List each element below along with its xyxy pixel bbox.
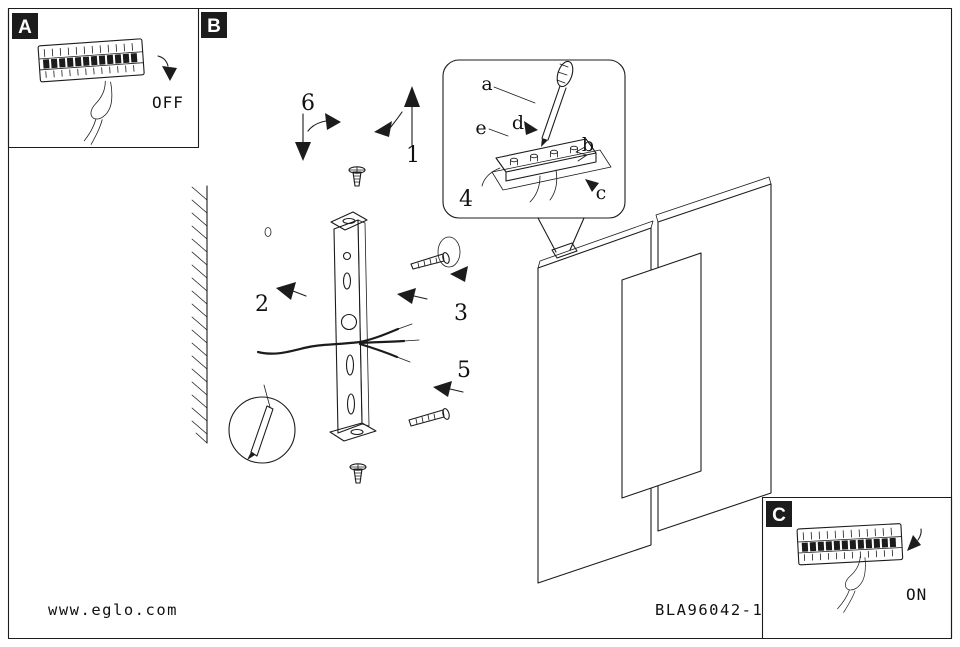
unscrew-arrow-icon bbox=[374, 121, 392, 137]
step1-arrow-icon bbox=[404, 86, 420, 107]
section-c-label bbox=[766, 501, 792, 527]
step5-arrow-icon bbox=[433, 381, 452, 397]
step3-arrow-icon bbox=[397, 288, 416, 304]
wiring-callout bbox=[442, 59, 626, 253]
lamp-front-plate bbox=[621, 252, 702, 499]
wall-lamp bbox=[537, 176, 772, 584]
step-5-number: 5 bbox=[457, 358, 471, 383]
mounting-bracket bbox=[329, 211, 377, 442]
section-b-label bbox=[201, 12, 227, 38]
terminal-b-squiggle-icon bbox=[575, 146, 588, 162]
section-c-panel bbox=[761, 496, 953, 640]
power-cable bbox=[256, 323, 420, 363]
screw-top bbox=[348, 166, 366, 187]
model-code: BLA96042-1 bbox=[655, 601, 763, 619]
screw-arrow-icon bbox=[450, 266, 468, 282]
pencil-mark bbox=[264, 227, 272, 237]
switch-off-label: OFF bbox=[152, 93, 184, 112]
step6-turn-arrow-icon bbox=[325, 113, 341, 130]
lamp-terminal-box bbox=[551, 242, 578, 259]
page-border bbox=[7, 7, 953, 640]
terminal-d-letter: d bbox=[512, 112, 524, 134]
off-arrow-icon bbox=[162, 66, 177, 81]
brand-url: www.eglo.com bbox=[48, 601, 178, 619]
terminal-c-letter: c bbox=[596, 182, 607, 204]
terminal-b-letter: b bbox=[582, 134, 594, 156]
screw-bottom bbox=[349, 463, 367, 484]
step-3-number: 3 bbox=[454, 301, 468, 326]
section-a-letter: A bbox=[18, 17, 32, 38]
screwdriver-icon bbox=[541, 60, 574, 147]
step2-arrow-icon bbox=[276, 282, 296, 300]
hand-icon bbox=[72, 79, 123, 147]
terminal-a-letter: a bbox=[481, 73, 492, 95]
switch-on-label: ON bbox=[906, 585, 927, 604]
terminal-c-arrow-icon bbox=[585, 179, 599, 192]
step-4-number: 4 bbox=[459, 187, 473, 212]
wall-hatching bbox=[191, 185, 272, 444]
section-a-label bbox=[12, 13, 38, 39]
screw-right-upper bbox=[410, 236, 461, 270]
on-arrow-icon bbox=[907, 535, 921, 551]
pencil-mark-detail bbox=[228, 384, 296, 464]
step6-down-arrow-icon bbox=[295, 142, 311, 161]
hand-icon bbox=[830, 555, 873, 614]
section-c-letter: C bbox=[772, 505, 786, 526]
step-6-number: 6 bbox=[301, 91, 315, 116]
screw-right-lower bbox=[408, 408, 450, 427]
terminal-block bbox=[481, 138, 612, 203]
section-b-letter: B bbox=[207, 16, 221, 37]
step-2-number: 2 bbox=[255, 292, 269, 317]
terminal-d-arrow-icon bbox=[524, 121, 538, 135]
step-1-number: 1 bbox=[406, 143, 420, 168]
step-arrows bbox=[276, 86, 468, 397]
section-a-panel bbox=[7, 7, 200, 149]
terminal-e-letter: e bbox=[475, 117, 486, 139]
